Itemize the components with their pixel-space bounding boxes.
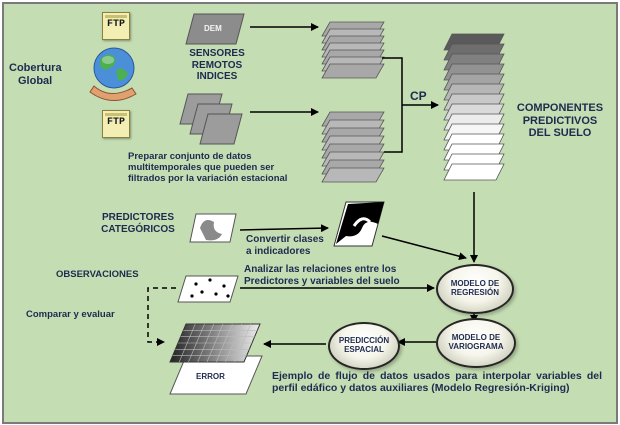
ftp-icon-bottom: FTP [102,110,130,138]
arrow-categorical-to-indicator [239,224,329,233]
convertir-text: Convertir clases a indicadores [246,234,324,257]
predictores-label: PREDICTORES CATEGÓRICOS [101,212,175,235]
cp-layer-stack [443,33,505,181]
bracket-cp [382,57,403,153]
observaciones-label: OBSERVACIONES [56,269,139,280]
dem-label: DEM [204,24,222,33]
categorical-layer-icon [189,213,237,243]
multitemporal-stack [179,93,243,145]
dem-layer [185,13,245,45]
globe-icon [89,47,137,101]
error-label: ERROR [196,372,225,381]
global-label: Global [18,75,53,87]
ftp-icon-top: FTP [102,12,130,40]
stack-layer [321,63,385,79]
ftp-label-top: FTP [106,19,125,30]
arrow-compare-dashed [147,287,176,346]
caption-text: Ejemplo de flujo de datos usados para in… [272,370,602,395]
preparar-text: Preparar conjunto de datos multitemporal… [128,151,288,184]
stack-layer [443,163,505,181]
prediction-grid-layer [169,323,261,363]
cobertura-label: Cobertura [9,62,62,74]
comparar-text: Comparar y evaluar [26,309,115,320]
observations-layer-icon [177,275,239,303]
sensores-label: SENSORES REMOTOS INDICES [189,48,245,82]
ftp-label-bottom: FTP [106,117,125,128]
indicator-layer-icon [333,201,385,247]
input-layer-stack [321,21,385,183]
arrow-indicator-to-regression [381,235,467,261]
analizar-text: Analizar las relaciones entre los Predic… [244,264,400,287]
cp-label: CP [410,89,427,103]
stack-layer [321,167,385,183]
componentes-label: COMPONENTES PREDICTIVOS DEL SUELO [516,102,604,140]
